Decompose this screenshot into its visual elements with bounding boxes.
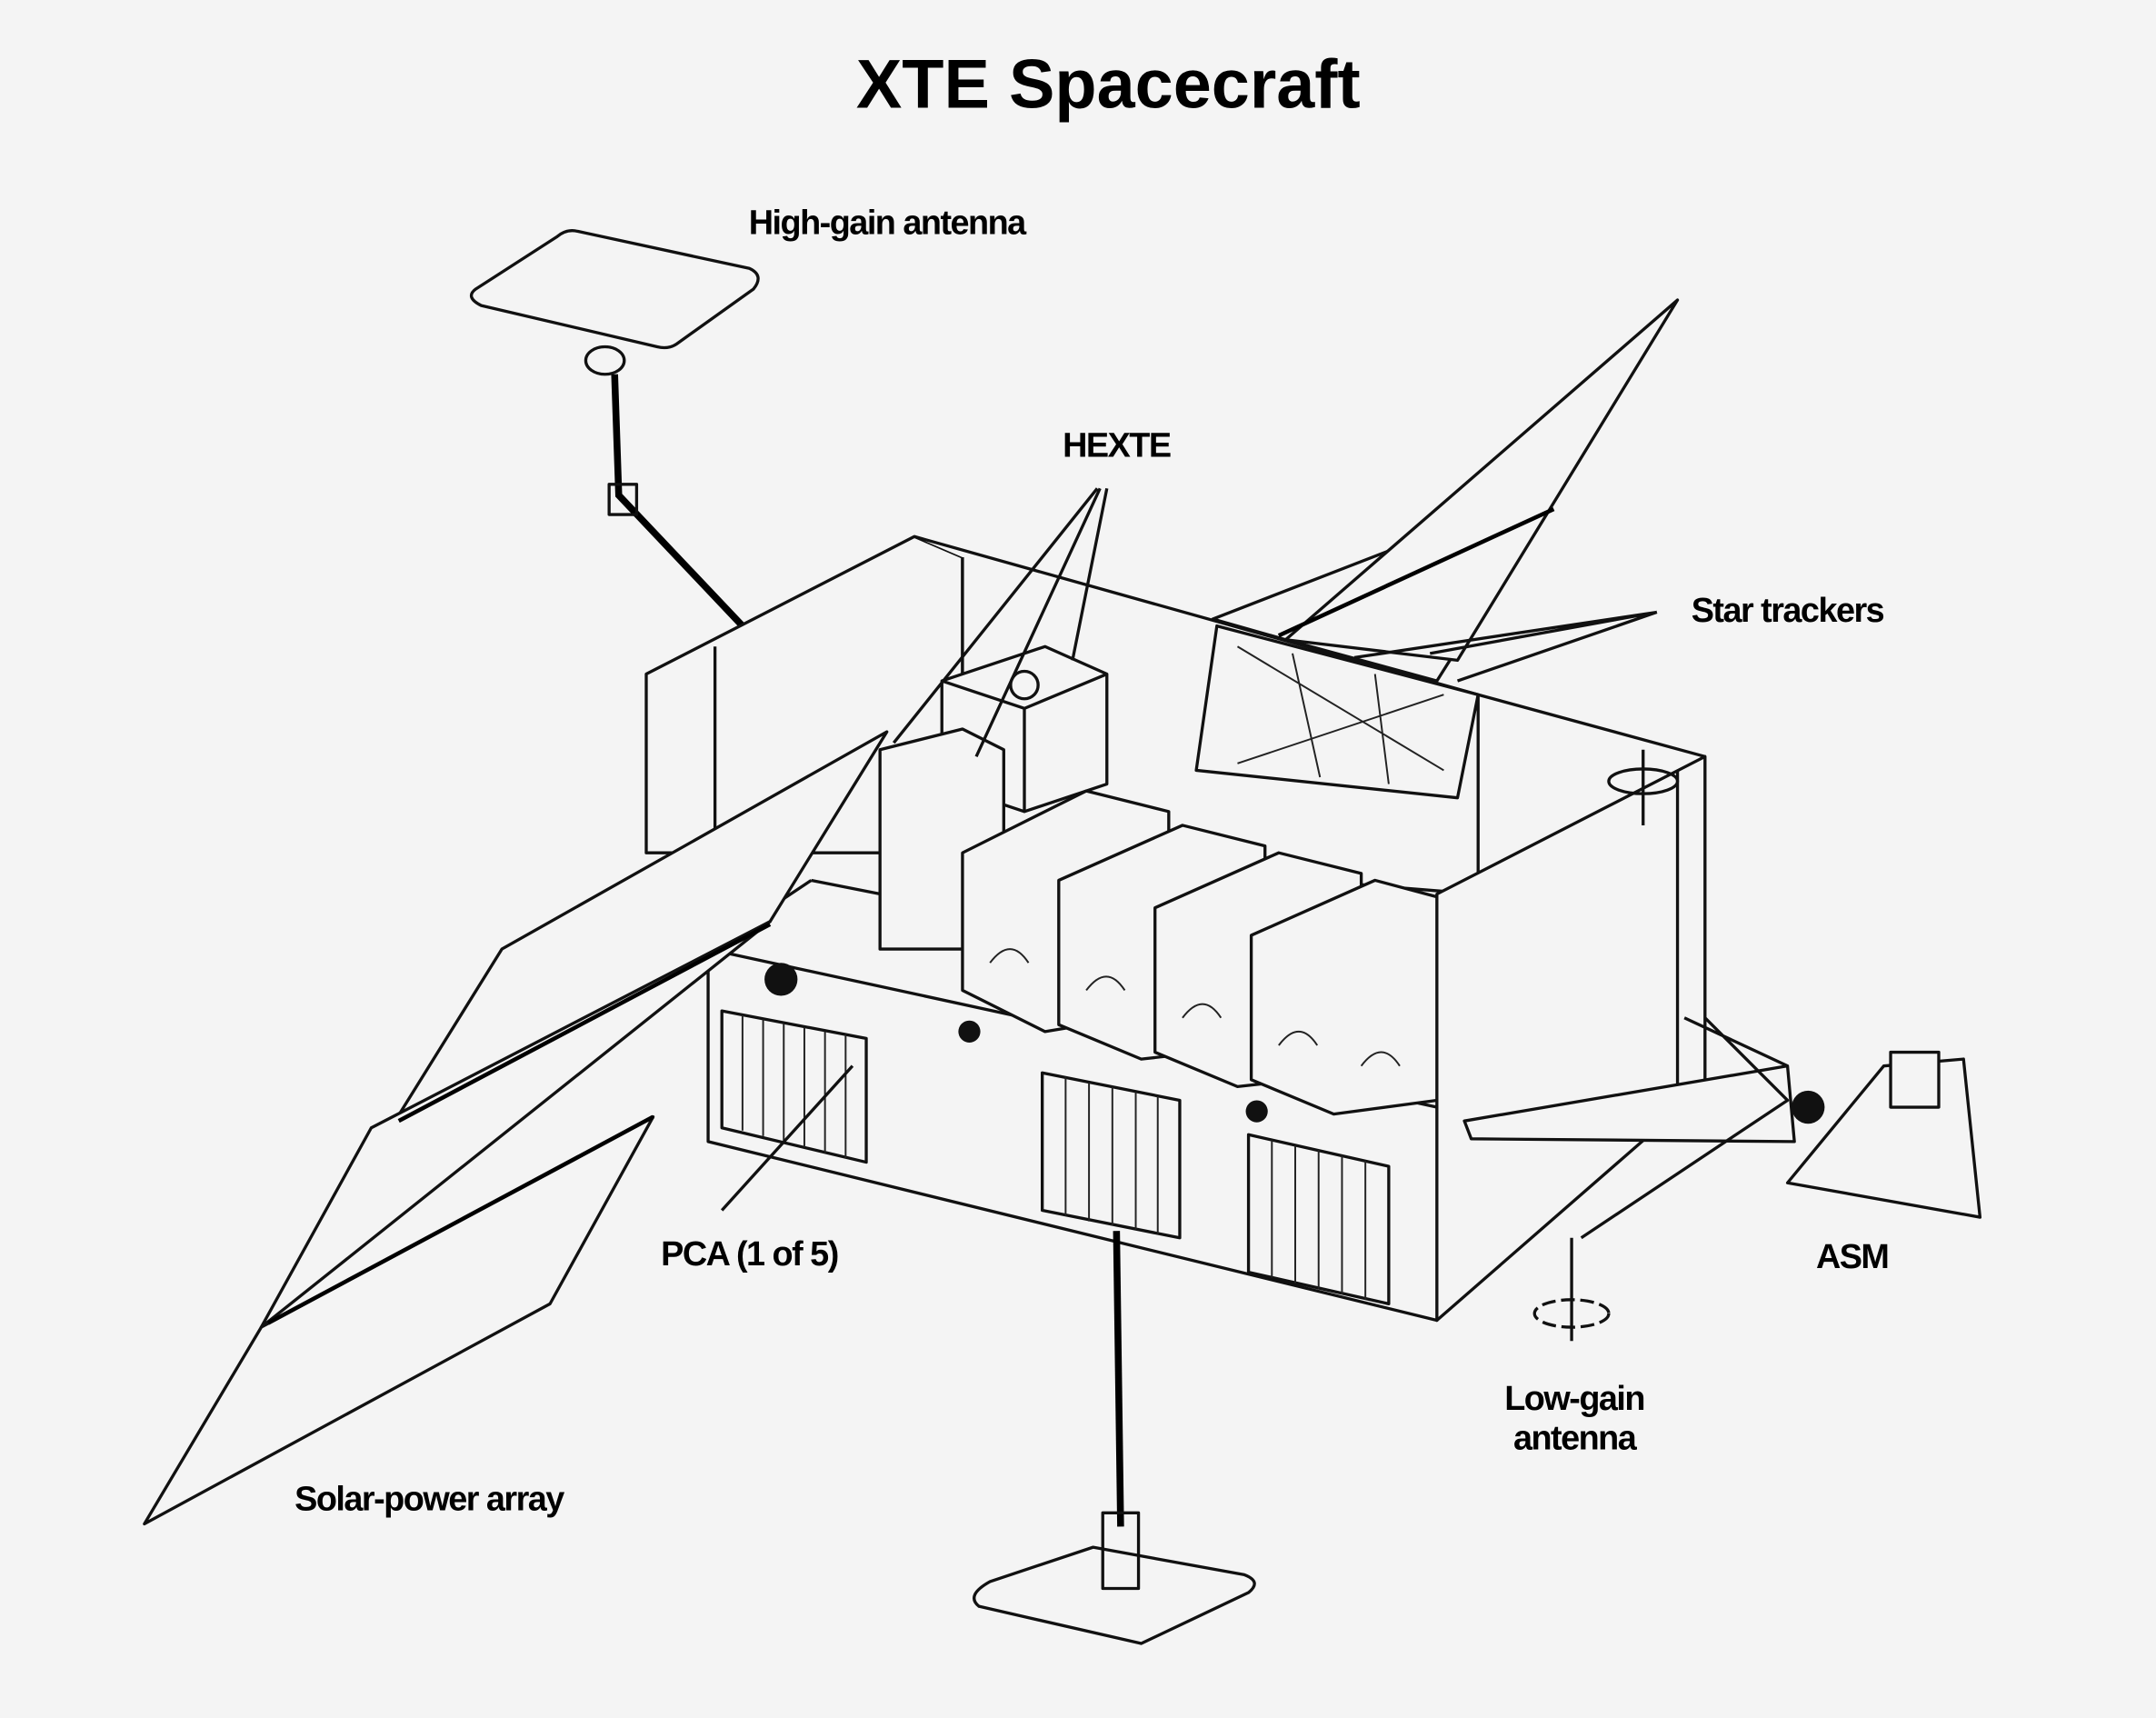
solar-array-left: [143, 730, 889, 1526]
pca-detectors: [961, 789, 1439, 1116]
hexte-leader-lines: [892, 487, 1109, 757]
star-trackers-leader-lines: [1353, 610, 1658, 683]
label-low-gain-antenna-line1: Low-gain: [1504, 1380, 1644, 1418]
label-pca: PCA (1 of 5): [661, 1235, 838, 1274]
label-low-gain-antenna-line2: antenna: [1513, 1420, 1638, 1458]
high-gain-antenna: [469, 229, 760, 629]
lower-antenna-mast: [973, 1231, 1256, 1645]
asm-instrument: [1462, 1016, 1982, 1240]
label-star-trackers: Star trackers: [1692, 592, 1884, 630]
diagram-title: XTE Spacecraft: [856, 46, 1361, 123]
label-solar-power-array: Solar-power array: [294, 1480, 564, 1518]
pca-leader-line: [720, 1064, 854, 1212]
label-asm: ASM: [1816, 1238, 1888, 1276]
label-high-gain-antenna: High-gain antenna: [749, 204, 1027, 242]
label-hexte: HEXTE: [1063, 427, 1171, 465]
spacecraft-body: [644, 534, 1707, 1323]
low-gain-antenna: [1532, 749, 1680, 1342]
radiator-panels: [720, 1009, 1391, 1306]
solar-array-right: [1211, 298, 1680, 683]
